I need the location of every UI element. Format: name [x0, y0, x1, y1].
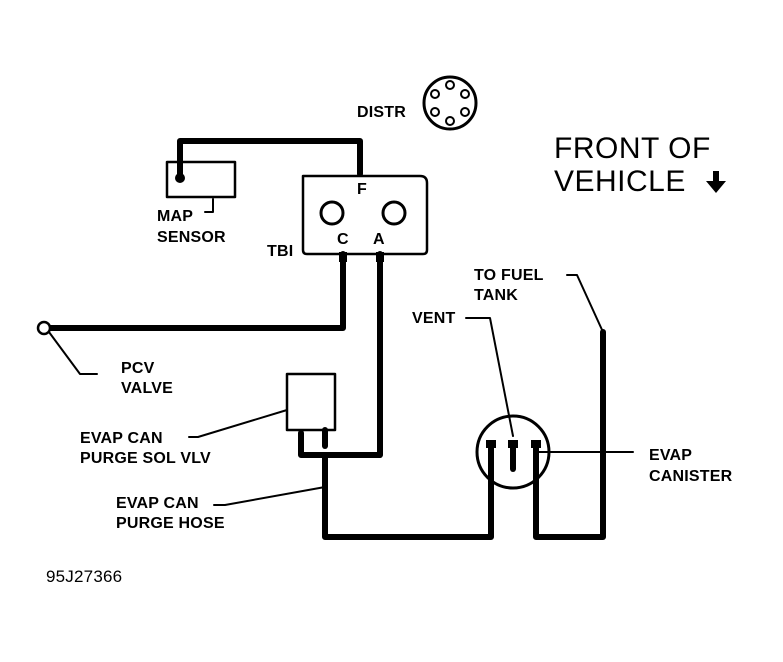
- purge-solenoid: [285, 372, 337, 432]
- fuel-tank-hose: [533, 329, 606, 540]
- purge-hose-label-line2: PURGE HOSE: [116, 515, 225, 532]
- vent-leader: [465, 317, 514, 437]
- port-c-label: C: [337, 231, 349, 248]
- front-of-vehicle-line1: FRONT OF: [554, 132, 711, 165]
- distributor-label: DISTR: [357, 104, 406, 121]
- pcv-valve-label-line2: VALVE: [121, 380, 173, 397]
- pcv-hose: [43, 251, 346, 331]
- pcv-valve: [36, 320, 52, 336]
- tbi-bore-right: [381, 200, 407, 226]
- purge-solenoid-label-line2: PURGE SOL VLV: [80, 450, 211, 467]
- pcv-valve-label-line1: PCV: [121, 360, 155, 377]
- vent-label: VENT: [412, 310, 456, 327]
- canister-label-line1: EVAP: [649, 447, 693, 464]
- purge-solenoid-label-line1: EVAP CAN: [80, 430, 163, 447]
- tbi-bore-left: [319, 200, 345, 226]
- evap-purge-hose: [322, 442, 494, 540]
- map-sensor-leader: [204, 198, 214, 213]
- purge-hose-label-line1: EVAP CAN: [116, 495, 199, 512]
- map-sensor-label-line2: SENSOR: [157, 229, 226, 246]
- tbi-unit: [301, 174, 429, 256]
- to-fuel-tank-label-line2: TANK: [474, 287, 519, 304]
- distributor-cap: [422, 75, 478, 131]
- figure-code: 95J27366: [46, 567, 123, 586]
- map-vacuum-hose: [177, 138, 363, 181]
- purge-vacuum-hose: [298, 251, 383, 458]
- pcv-leader: [45, 327, 98, 375]
- fuel-tank-leader: [566, 274, 604, 333]
- canister-label-line2: CANISTER: [649, 468, 733, 485]
- port-a-label: A: [373, 231, 385, 248]
- tbi-label: TBI: [267, 243, 294, 260]
- to-fuel-tank-label-line1: TO FUEL: [474, 267, 544, 284]
- front-of-vehicle-line2: VEHICLE: [554, 165, 686, 198]
- map-sensor-label-line1: MAP: [157, 208, 194, 225]
- map-sensor: [165, 160, 237, 199]
- down-arrow-icon: [706, 171, 726, 193]
- purge-hose-leader: [213, 486, 326, 506]
- solenoid-leader: [188, 409, 288, 438]
- port-f-label: F: [357, 181, 367, 198]
